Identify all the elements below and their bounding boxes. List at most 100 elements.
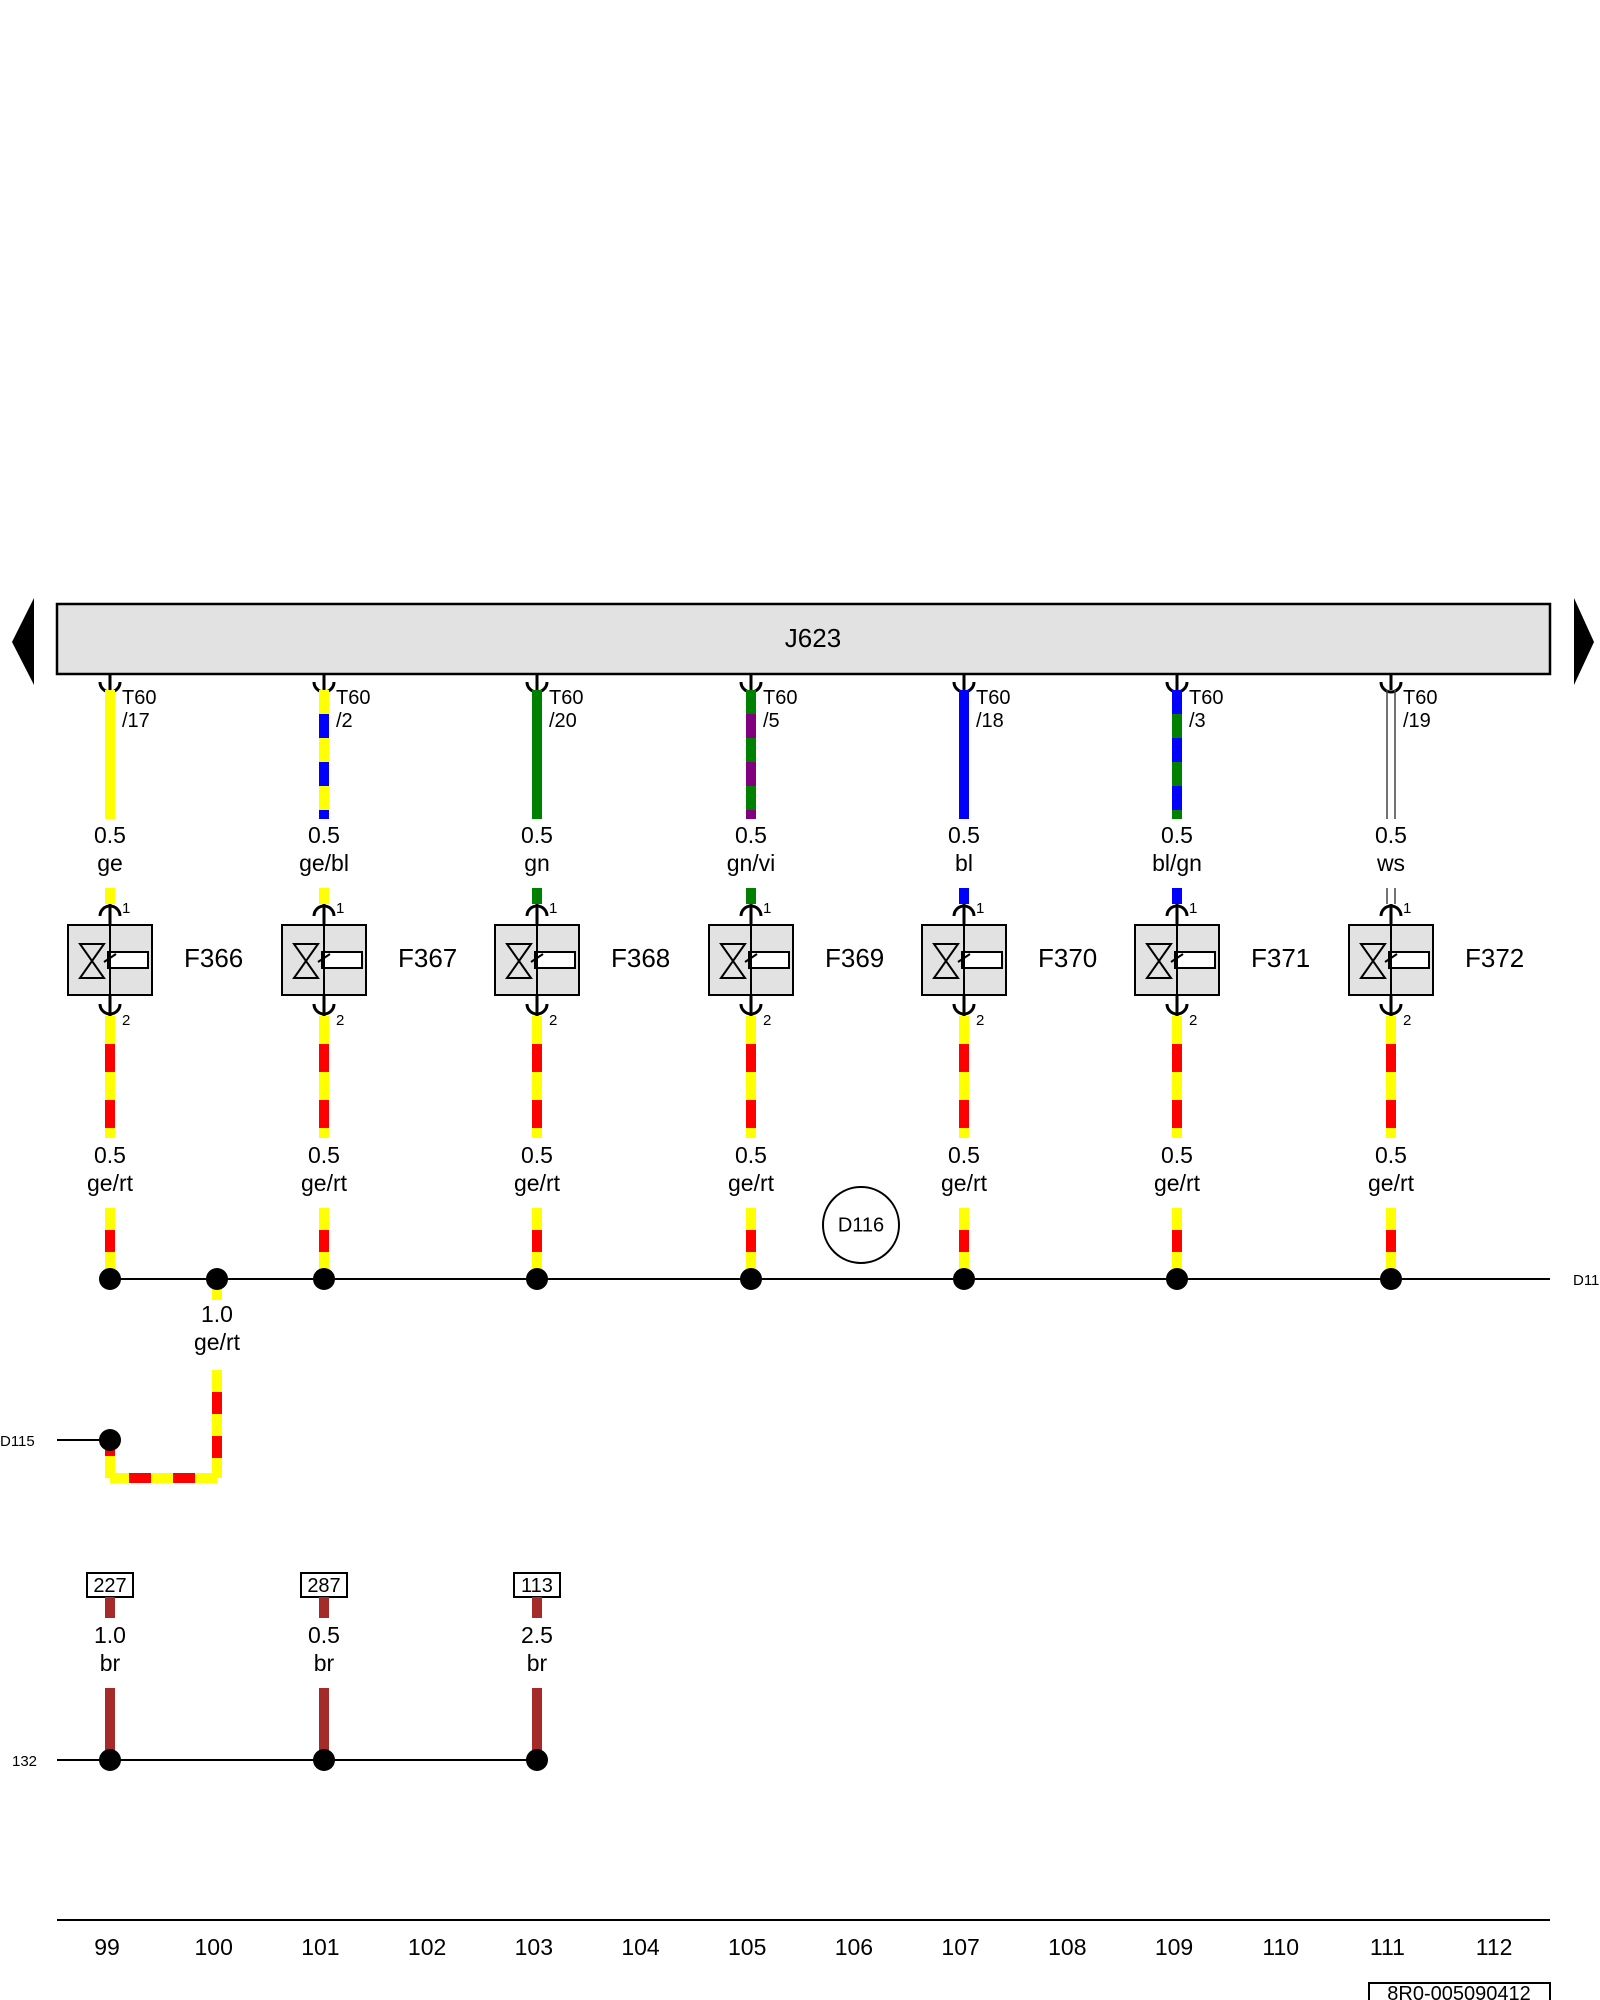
valve-label: F368 <box>611 943 670 973</box>
column-number: 99 <box>94 1934 120 1960</box>
coil-diagonal <box>1170 953 1184 963</box>
pin-arc <box>952 1003 976 1016</box>
wire-size: 2.5 <box>521 1622 553 1648</box>
column-number: 106 <box>835 1934 873 1960</box>
wire-size: 0.5 <box>948 1142 980 1168</box>
connector-label: T60 <box>122 687 156 709</box>
valve-symbol <box>505 943 533 979</box>
pin-number: 1 <box>1189 900 1197 917</box>
pin-arc <box>1165 1003 1189 1016</box>
wire-size: 0.5 <box>308 1142 340 1168</box>
pin-arc <box>1379 1003 1403 1016</box>
valve-label: F371 <box>1251 943 1310 973</box>
connector-pin: /20 <box>549 710 577 732</box>
wire-size: 0.5 <box>1161 1142 1193 1168</box>
wire-ref: 113 <box>521 1575 553 1597</box>
control-unit-box <box>55 602 1552 676</box>
connector-label: T60 <box>1403 687 1437 709</box>
pin-number: 2 <box>1403 1012 1411 1029</box>
pin-number: 1 <box>122 900 130 917</box>
pin-arc <box>312 1003 336 1016</box>
wire-size: 0.5 <box>521 1142 553 1168</box>
wire-ref: 227 <box>93 1575 126 1597</box>
connector-label: T60 <box>976 687 1010 709</box>
wire-color: gn/vi <box>727 850 776 876</box>
pin-number: 2 <box>1189 1012 1197 1029</box>
wire-color: ge/rt <box>87 1170 134 1196</box>
column-number: 112 <box>1476 1934 1513 1960</box>
wire-color: ge <box>97 850 123 876</box>
column-number: 102 <box>408 1934 446 1960</box>
wire-size: 0.5 <box>1161 822 1193 848</box>
valve-label: F366 <box>184 943 243 973</box>
wire-size: 0.5 <box>94 1142 126 1168</box>
valve-label: F367 <box>398 943 457 973</box>
valve-label: F370 <box>1038 943 1097 973</box>
connector-label: T60 <box>763 687 797 709</box>
pin-arc <box>525 1003 549 1016</box>
coil-diagonal <box>957 953 971 963</box>
prev-page-arrow[interactable] <box>12 598 34 685</box>
ground-label: 132 <box>12 1753 37 1770</box>
connector-label: T60 <box>1189 687 1223 709</box>
wire-color: ge/rt <box>728 1170 775 1196</box>
connector-pin: /3 <box>1189 710 1206 732</box>
valve-label: F372 <box>1465 943 1524 973</box>
valves-layer: T60/170.5ge1F36620.5ge/rtT60/20.5ge/bl1F… <box>67 674 1524 1290</box>
column-number: 110 <box>1262 1934 1299 1960</box>
connector-pin: /19 <box>1403 710 1431 732</box>
feed-size: 1.0 <box>201 1301 233 1327</box>
wire-size: 0.5 <box>948 822 980 848</box>
wire-size: 1.0 <box>94 1622 126 1648</box>
valve-symbol <box>78 943 106 979</box>
feed-color: ge/rt <box>194 1329 241 1355</box>
wire-size: 0.5 <box>308 1622 340 1648</box>
wire-ref: 287 <box>307 1575 340 1597</box>
wire-color: ge/rt <box>1368 1170 1415 1196</box>
column-number: 100 <box>195 1934 233 1960</box>
doc-number: 8R0-005090412 <box>1387 1983 1530 2000</box>
column-number: 109 <box>1155 1934 1193 1960</box>
feed-bus-node <box>206 1268 228 1290</box>
coil-diagonal <box>1384 953 1398 963</box>
wire-color: br <box>100 1650 121 1676</box>
pin-number: 2 <box>763 1012 771 1029</box>
pin-number: 1 <box>1403 900 1411 917</box>
d115-label: D115 <box>0 1433 35 1450</box>
wire-size: 0.5 <box>1375 1142 1407 1168</box>
wire-color: ge/bl <box>299 850 349 876</box>
wire-color: bl/gn <box>1152 850 1202 876</box>
column-number: 108 <box>1048 1934 1086 1960</box>
d116-circle <box>822 1186 900 1264</box>
pin-arc <box>98 1003 122 1016</box>
connector-pin: /2 <box>336 710 353 732</box>
wire-ref-box <box>300 1572 348 1598</box>
next-page-arrow[interactable] <box>1574 598 1594 685</box>
wire-color: ge/rt <box>1154 1170 1201 1196</box>
pin-number: 2 <box>976 1012 984 1029</box>
wire-color: br <box>527 1650 548 1676</box>
wire-size: 0.5 <box>735 822 767 848</box>
valve-symbol <box>932 943 960 979</box>
wire-size: 0.5 <box>521 822 553 848</box>
connector-arc <box>1379 681 1403 694</box>
feed-wire <box>105 1279 222 1483</box>
column-number: 105 <box>728 1934 766 1960</box>
column-number: 104 <box>621 1934 660 1960</box>
pin-number: 1 <box>336 900 344 917</box>
wire-size: 0.5 <box>1375 822 1407 848</box>
wire-size: 0.5 <box>735 1142 767 1168</box>
column-number: 107 <box>941 1934 979 1960</box>
wire-color: ge/rt <box>941 1170 988 1196</box>
d116-bus-label: D116 <box>1573 1272 1600 1289</box>
wire-color: bl <box>955 850 973 876</box>
